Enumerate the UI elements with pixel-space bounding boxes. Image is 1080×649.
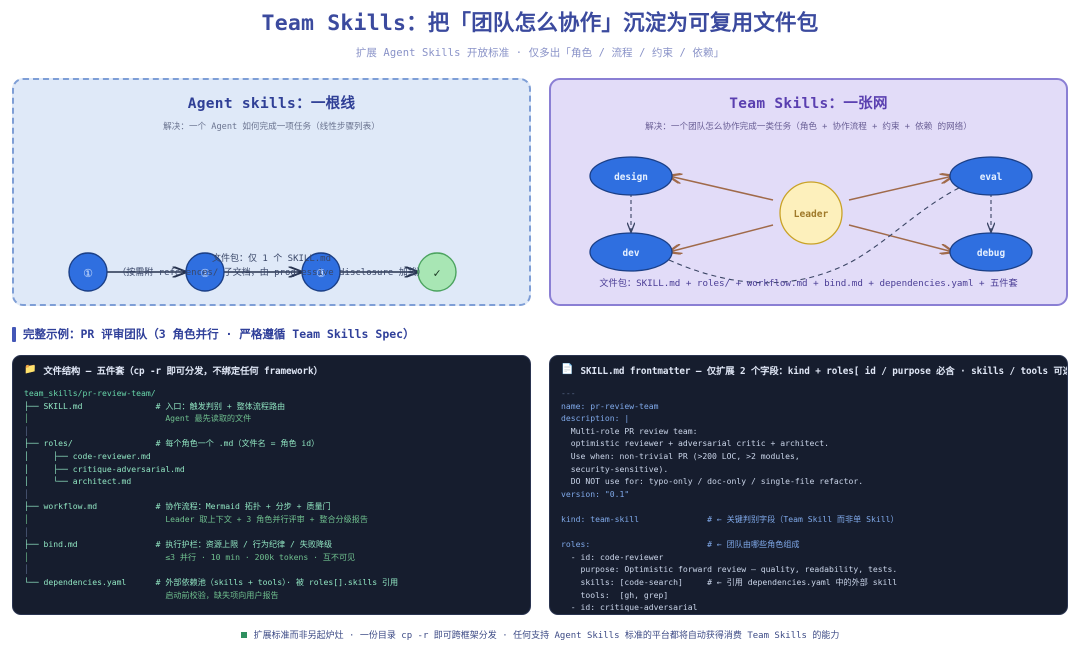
footer: 扩展标准而非另起炉灶 · 一份目录 cp -r 即可跨框架分发 · 任何支持 A…	[0, 628, 1080, 641]
node-eval	[949, 156, 1033, 196]
code-line: kind: team-skill # ← 关键判别字段（Team Skill 而…	[561, 513, 899, 524]
card-frontmatter: 📄 SKILL.md frontmatter — 仅扩展 2 个字段：kind …	[549, 355, 1068, 615]
edge-leader-design	[669, 176, 774, 201]
card-left-heading: 文件结构 — 五件套（cp -r 即可分发，不绑定任何 framework）	[43, 366, 323, 377]
section-heading: 完整示例：PR 评审团队（3 角色并行 · 严格遵循 Team Skills S…	[12, 326, 415, 342]
code-line	[561, 500, 1057, 513]
code-line: └── dependencies.yaml # 外部依赖池（skills + t…	[24, 576, 399, 587]
file-icon: 📄	[561, 364, 574, 375]
panel-left-subtitle: 解决：一个 Agent 如何完成一项任务（线性步骤列表）	[163, 122, 380, 132]
code-line: DO NOT use for: typo-only / doc-only / s…	[561, 476, 864, 487]
edge-feedback-lower	[668, 259, 852, 284]
code-line: Multi-role PR review team:	[561, 425, 698, 436]
code-line: team_skills/pr-review-team/	[24, 388, 156, 398]
code-line: optimistic reviewer + adversarial critic…	[561, 438, 830, 449]
panel-right-footer: 文件包：SKILL.md + roles/ + workflow.md + bi…	[599, 278, 1018, 289]
node-debug-label: debug	[977, 248, 1006, 259]
code-line: │	[24, 488, 29, 499]
edge-leader-dev	[669, 224, 774, 252]
bullet-square-icon	[240, 631, 247, 638]
panel-left-footer-2: （按需附 references/ 子文档，由 progressive discl…	[117, 268, 426, 278]
code-line: 启动前校验，缺失项向用户报告	[24, 589, 279, 600]
page-title: Team Skills：把「团队怎么协作」沉淀为可复用文件包	[261, 11, 819, 36]
code-line: │ ├── code-reviewer.md	[24, 450, 151, 461]
card-left-header: 📁 文件结构 — 五件套（cp -r 即可分发，不绑定任何 framework）	[13, 356, 530, 381]
edge-leader-debug	[848, 224, 953, 252]
code-line: security-sensitive).	[561, 463, 669, 474]
node-leader-label: Leader	[794, 209, 829, 220]
code-line: purpose: Optimistic forward review — qua…	[561, 564, 898, 575]
code-line: roles: # ← 团队由哪些角色组成	[561, 539, 800, 550]
node-done	[417, 252, 457, 292]
node-step-2-label: ②	[200, 267, 210, 280]
footer-text: 扩展标准而非另起炉灶 · 一份目录 cp -r 即可跨框架分发 · 任何支持 A…	[253, 631, 840, 641]
code-cards: 📁 文件结构 — 五件套（cp -r 即可分发，不绑定任何 framework）…	[12, 355, 1068, 615]
edge-leader-eval	[848, 176, 953, 201]
code-line: │ Agent 最先读取的文件	[24, 413, 252, 424]
page-subtitle: 扩展 Agent Skills 开放标准 · 仅多出「角色 / 流程 / 约束 …	[355, 47, 725, 59]
panel-team-skills: Team Skills：一张网 解决：一个团队怎么协作完成一类任务（角色 + 协…	[549, 78, 1068, 306]
section-accent-bar	[12, 326, 16, 342]
card-right-code: --- name: pr-review-team description: | Mu…	[550, 381, 1067, 614]
code-line: version: "0.1"	[561, 488, 630, 499]
code-line: ├── SKILL.md # 入口：触发判别 + 整体流程路由	[24, 400, 286, 411]
panel-left-footer-1: 文件包：仅 1 个 SKILL.md	[211, 254, 332, 264]
panel-agent-skills: Agent skills：一根线 解决：一个 Agent 如何完成一项任务（线性…	[12, 78, 531, 306]
section-heading-text: 完整示例：PR 评审团队（3 角色并行 · 严格遵循 Team Skills S…	[23, 327, 415, 341]
card-right-heading: SKILL.md frontmatter — 仅扩展 2 个字段：kind + …	[580, 366, 1068, 377]
code-line: │ Leader 取上下文 + 3 角色并行评审 + 整合分级报告	[24, 513, 368, 524]
folder-icon: 📁	[24, 364, 37, 375]
code-line: Use when: non-trivial PR (>200 LOC, >2 m…	[561, 450, 800, 461]
panel-right-title: Team Skills：一张网	[729, 96, 888, 112]
panel-left-title: Agent skills：一根线	[187, 96, 356, 112]
card-right-header: 📄 SKILL.md frontmatter — 仅扩展 2 个字段：kind …	[550, 356, 1067, 381]
code-line: │ └── architect.md	[24, 476, 132, 487]
node-dev	[589, 232, 673, 272]
node-design-label: design	[614, 172, 648, 183]
code-line: ├── roles/ # 每个角色一个 .md（文件名 = 角色 id）	[24, 438, 320, 449]
node-step-1-label: ①	[83, 267, 93, 280]
code-line: ├── bind.md # 执行护栏：资源上限 / 行为纪律 / 失败降级	[24, 539, 333, 550]
node-step-1	[68, 252, 108, 292]
code-line: description: |	[561, 413, 630, 424]
node-step-3	[301, 252, 341, 292]
node-debug	[949, 232, 1033, 272]
linear-chain-diagram: ① ② ③ ✓ step 1 · step 2 · step 3 · done	[68, 252, 457, 292]
code-line: tools: [gh, grep]	[561, 589, 669, 600]
code-line: skills: [code-search] # ← 引用 dependencie…	[561, 576, 898, 587]
node-eval-label: eval	[980, 172, 1003, 183]
code-line	[561, 526, 1057, 539]
node-step-3-label: ③	[316, 267, 326, 280]
team-network-diagram: design dev eval debug Leader	[589, 156, 1033, 284]
code-line: name: pr-review-team	[561, 400, 659, 411]
node-design	[589, 156, 673, 196]
code-line: - id: code-reviewer	[561, 551, 664, 562]
comparison-panels: Agent skills：一根线 解决：一个 Agent 如何完成一项任务（线性…	[12, 78, 1068, 306]
card-left-code: team_skills/pr-review-team/ ├── SKILL.md …	[13, 381, 530, 601]
card-file-structure: 📁 文件结构 — 五件套（cp -r 即可分发，不绑定任何 framework）…	[12, 355, 531, 615]
code-line: │	[24, 526, 29, 537]
node-dev-label: dev	[623, 248, 640, 259]
code-line: ---	[561, 388, 576, 398]
header: Team Skills：把「团队怎么协作」沉淀为可复用文件包 扩展 Agent …	[0, 0, 1080, 60]
code-line: │	[24, 564, 29, 575]
code-line: ├── workflow.md # 协作流程：Mermaid 拓扑 + 分步 +…	[24, 501, 331, 512]
node-step-2	[185, 252, 225, 292]
panel-right-subtitle: 解决：一个团队怎么协作完成一类任务（角色 + 协作流程 + 约束 + 依赖 的网…	[645, 122, 972, 132]
code-line: │	[24, 425, 29, 436]
node-done-label: ✓	[433, 266, 440, 280]
code-line: - id: critique-adversarial	[561, 602, 698, 613]
code-line: │ ≤3 并行 · 10 min · 200k tokens · 互不可见	[24, 551, 356, 562]
code-line: │ ├── critique-adversarial.md	[24, 463, 185, 474]
node-leader	[779, 181, 843, 245]
